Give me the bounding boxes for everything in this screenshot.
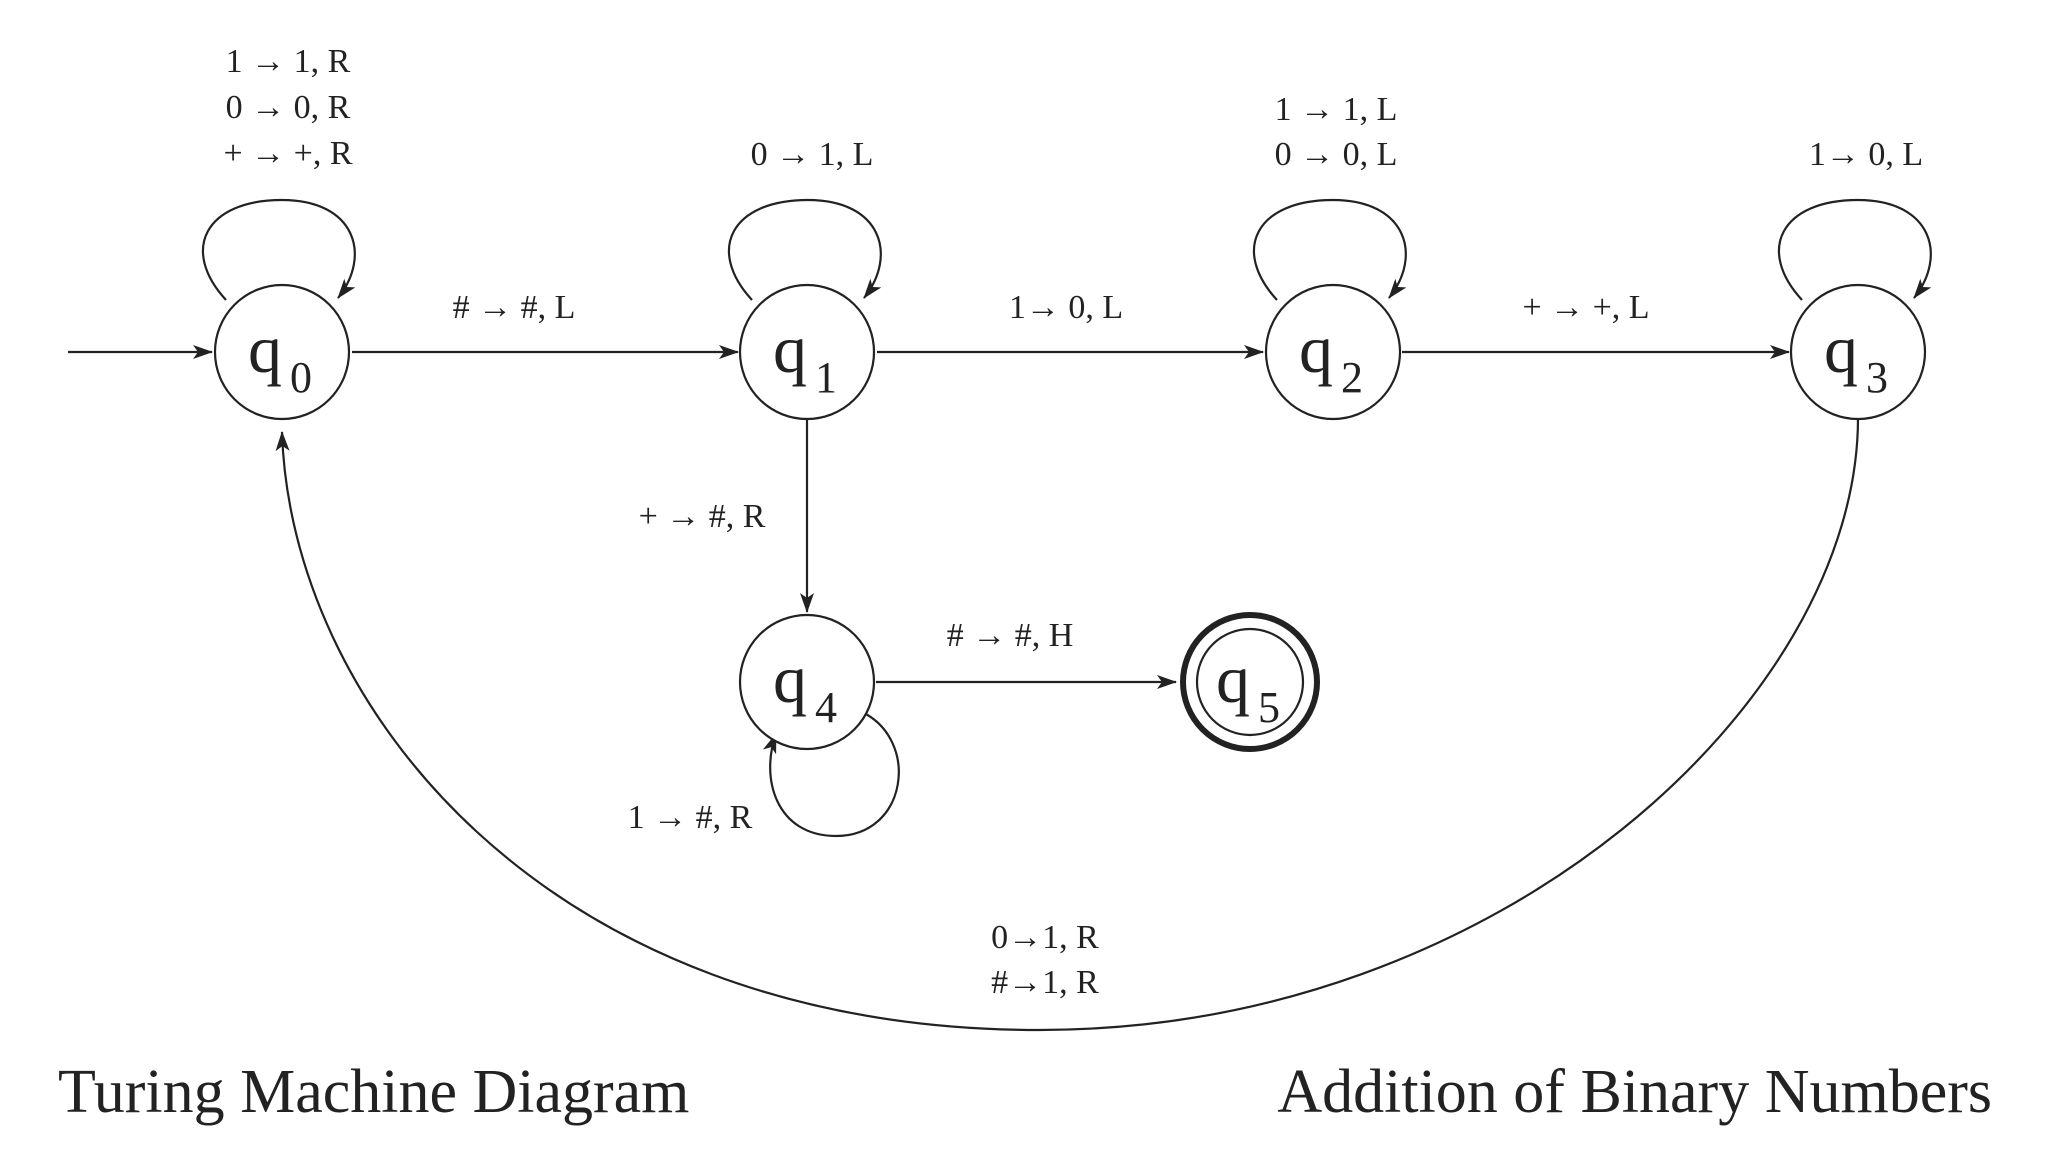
label-q0-q1: # → #, L: [453, 289, 576, 326]
label-q0-loop-2: 0 → 0, R: [226, 89, 351, 126]
label-q0-loop-1: 1 → 1, R: [226, 43, 351, 80]
label-q2-loop-2: 0 → 0, L: [1275, 136, 1398, 173]
loop-q2: [1252, 198, 1407, 301]
caption-right: Addition of Binary Numbers: [1277, 1058, 1992, 1126]
label-q2-q3: + → +, L: [1522, 289, 1649, 326]
label-q0-loop-3: + → +, R: [223, 135, 352, 172]
label-q3-q0-2: #→1, R: [991, 964, 1099, 1001]
label-q3-loop: 1→ 0, L: [1809, 136, 1923, 173]
state-q4: q 4: [738, 613, 876, 751]
label-q3-q0: 0→1, R #→1, R: [991, 919, 1099, 1001]
label-q1-q4: + → #, R: [639, 498, 766, 535]
caption-left: Turing Machine Diagram: [58, 1058, 689, 1126]
edge-q3-q0: [275, 417, 1860, 1032]
state-q3-sub: 3: [1866, 353, 1888, 402]
label-q4-q5: # → #, H: [947, 617, 1074, 654]
label-q2-loop: 1 → 1, L 0 → 0, L: [1275, 91, 1398, 173]
state-q2: q 2: [1264, 283, 1402, 421]
state-q3-letter: q: [1824, 311, 1858, 387]
state-q5-accepting: q 5: [1180, 612, 1320, 752]
state-q4-letter: q: [773, 641, 807, 717]
loop-q4: [762, 711, 900, 838]
state-q2-letter: q: [1299, 311, 1333, 387]
loop-q1: [727, 198, 882, 301]
state-q5-letter: q: [1216, 641, 1250, 717]
state-q0-sub: 0: [290, 353, 312, 402]
label-q4-loop: 1 → #, R: [628, 799, 753, 836]
label-q1-q2: 1→ 0, L: [1009, 289, 1123, 326]
state-q1-sub: 1: [815, 353, 837, 402]
state-q2-sub: 2: [1341, 353, 1363, 402]
label-q0-loop: 1 → 1, R 0 → 0, R + → +, R: [223, 43, 352, 172]
state-q1: q 1: [738, 283, 876, 421]
state-q4-sub: 4: [815, 683, 837, 732]
loop-q3: [1777, 198, 1932, 301]
state-q1-letter: q: [773, 311, 807, 387]
state-q5-sub: 5: [1258, 683, 1280, 732]
state-q3: q 3: [1789, 283, 1927, 421]
label-q3-q0-1: 0→1, R: [991, 919, 1099, 956]
loop-q0: [201, 198, 356, 301]
label-q2-loop-1: 1 → 1, L: [1275, 91, 1398, 128]
state-q0: q 0: [213, 283, 351, 421]
label-q1-loop: 0 → 1, L: [751, 136, 874, 173]
state-q0-letter: q: [248, 311, 282, 387]
